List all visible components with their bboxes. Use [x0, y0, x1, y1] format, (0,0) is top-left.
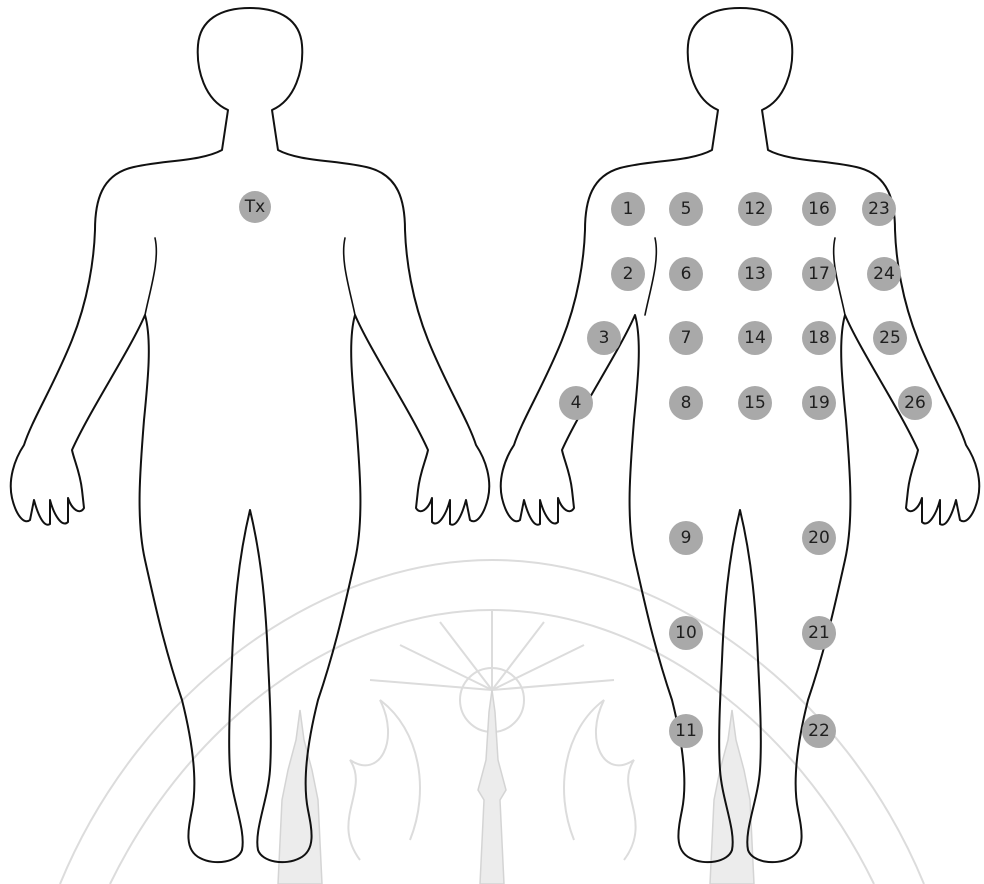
site-marker-label: 10 — [675, 623, 697, 643]
site-marker-label: 5 — [681, 199, 692, 219]
site-marker-10: 10 — [669, 616, 703, 650]
site-marker-5: 5 — [669, 192, 703, 226]
site-marker-label: 11 — [675, 721, 697, 741]
watermark-right-flourish — [564, 700, 636, 860]
watermark-spire — [478, 690, 506, 884]
site-marker-label: 22 — [808, 721, 830, 741]
site-marker-label: 6 — [681, 264, 692, 284]
site-marker-label: 3 — [599, 328, 610, 348]
left-body-figure — [11, 8, 490, 862]
site-marker-8: 8 — [669, 386, 703, 420]
right-body-figure — [501, 8, 980, 862]
watermark-left-flourish — [348, 700, 420, 860]
site-marker-label: 4 — [571, 393, 582, 413]
site-marker-label: 18 — [808, 328, 830, 348]
site-marker-17: 17 — [802, 257, 836, 291]
site-marker-label: 25 — [879, 328, 901, 348]
site-marker-label: 14 — [744, 328, 766, 348]
site-marker-12: 12 — [738, 192, 772, 226]
site-marker-25: 25 — [873, 321, 907, 355]
site-marker-label: 21 — [808, 623, 830, 643]
tx-marker-label: Tx — [244, 197, 265, 217]
site-marker-23: 23 — [862, 192, 896, 226]
site-marker-label: 23 — [868, 199, 890, 219]
site-marker-7: 7 — [669, 321, 703, 355]
site-marker-4: 4 — [559, 386, 593, 420]
site-marker-13: 13 — [738, 257, 772, 291]
site-marker-22: 22 — [802, 714, 836, 748]
site-marker-label: 20 — [808, 528, 830, 548]
site-marker-1: 1 — [611, 192, 645, 226]
site-marker-2: 2 — [611, 257, 645, 291]
tx-marker: Tx — [239, 191, 271, 223]
site-marker-15: 15 — [738, 386, 772, 420]
site-marker-21: 21 — [802, 616, 836, 650]
site-marker-label: 8 — [681, 393, 692, 413]
site-marker-16: 16 — [802, 192, 836, 226]
right-body-outline — [501, 8, 980, 862]
site-marker-label: 9 — [681, 528, 692, 548]
site-marker-label: 16 — [808, 199, 830, 219]
site-marker-label: 2 — [623, 264, 634, 284]
site-marker-label: 13 — [744, 264, 766, 284]
site-marker-label: 15 — [744, 393, 766, 413]
site-marker-label: 12 — [744, 199, 766, 219]
site-marker-label: 24 — [873, 264, 895, 284]
site-marker-6: 6 — [669, 257, 703, 291]
site-marker-18: 18 — [802, 321, 836, 355]
site-marker-9: 9 — [669, 521, 703, 555]
right-body-armpit-left — [645, 238, 656, 315]
site-marker-14: 14 — [738, 321, 772, 355]
site-marker-label: 19 — [808, 393, 830, 413]
site-marker-24: 24 — [867, 257, 901, 291]
left-body-outline — [11, 8, 490, 862]
site-marker-11: 11 — [669, 714, 703, 748]
site-markers: 1 2 3 4 5 6 7 8 9 10 11 12 13 14 15 16 1… — [559, 192, 932, 748]
site-marker-label: 1 — [623, 199, 634, 219]
site-marker-26: 26 — [898, 386, 932, 420]
watermark-right-tower — [710, 710, 754, 884]
site-marker-label: 7 — [681, 328, 692, 348]
watermark-seal — [60, 560, 924, 884]
left-body-armpit-right — [344, 238, 355, 315]
site-marker-3: 3 — [587, 321, 621, 355]
site-marker-label: 17 — [808, 264, 830, 284]
site-marker-19: 19 — [802, 386, 836, 420]
site-marker-label: 26 — [904, 393, 926, 413]
left-body-armpit-left — [145, 238, 156, 315]
site-marker-20: 20 — [802, 521, 836, 555]
